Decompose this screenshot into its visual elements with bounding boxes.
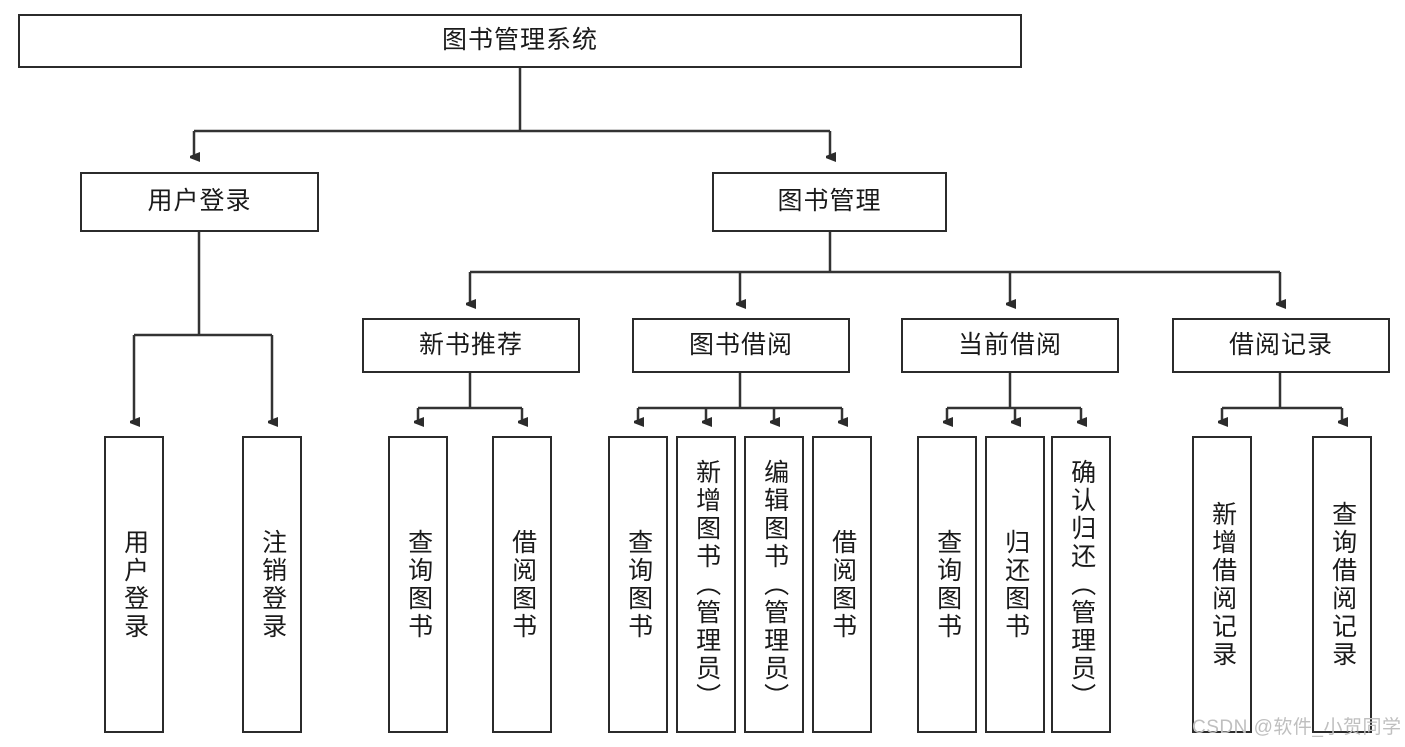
leaf-record-query-record[interactable]: 查询借阅记录	[1312, 436, 1372, 733]
leaf-recommend-query-book[interactable]: 查询图书	[388, 436, 448, 733]
node-current-borrow[interactable]: 当前借阅	[901, 318, 1119, 373]
node-user-login[interactable]: 用户登录	[80, 172, 319, 232]
node-label: 图书借阅	[688, 330, 793, 359]
leaf-borrow-query-book[interactable]: 查询图书	[608, 436, 668, 733]
leaf-current-return-book[interactable]: 归还图书	[985, 436, 1045, 733]
node-label: 查询图书	[404, 528, 433, 641]
leaf-borrow-add-book-admin[interactable]: 新增图书（管理员）	[676, 436, 736, 733]
leaf-record-add-record[interactable]: 新增借阅记录	[1192, 436, 1252, 733]
node-label: 查询图书	[624, 528, 653, 641]
node-new-book-recommend[interactable]: 新书推荐	[362, 318, 580, 373]
node-root-system[interactable]: 图书管理系统	[18, 14, 1022, 68]
leaf-recommend-borrow-book[interactable]: 借阅图书	[492, 436, 552, 733]
node-label: 确认归还（管理员）	[1067, 458, 1096, 711]
node-label: 借阅图书	[828, 528, 857, 641]
node-label: 编辑图书（管理员）	[760, 458, 789, 711]
node-label: 查询借阅记录	[1328, 500, 1357, 669]
node-label: 图书管理系统	[441, 26, 598, 55]
node-label: 查询图书	[933, 528, 962, 641]
leaf-borrow-edit-book-admin[interactable]: 编辑图书（管理员）	[744, 436, 804, 733]
leaf-user-login-logout[interactable]: 注销登录	[242, 436, 302, 733]
leaf-current-query-book[interactable]: 查询图书	[917, 436, 977, 733]
leaf-user-login-login[interactable]: 用户登录	[104, 436, 164, 733]
csdn-watermark: CSDN @软件_小贺同学	[1192, 717, 1402, 738]
node-label: 新增图书（管理员）	[692, 458, 721, 711]
node-label: 当前借阅	[957, 330, 1062, 359]
node-borrow-record[interactable]: 借阅记录	[1172, 318, 1390, 373]
node-label: 借阅图书	[508, 528, 537, 641]
node-book-management[interactable]: 图书管理	[712, 172, 947, 232]
node-label: 注销登录	[258, 528, 287, 641]
node-label: 新增借阅记录	[1208, 500, 1237, 669]
node-label: 归还图书	[1001, 528, 1030, 641]
node-label: 用户登录	[147, 187, 252, 216]
node-label: 新书推荐	[418, 330, 523, 359]
node-label: 借阅记录	[1228, 330, 1333, 359]
leaf-current-confirm-return-admin[interactable]: 确认归还（管理员）	[1051, 436, 1111, 733]
node-book-borrow[interactable]: 图书借阅	[632, 318, 850, 373]
node-label: 用户登录	[120, 528, 149, 641]
leaf-borrow-borrow-book[interactable]: 借阅图书	[812, 436, 872, 733]
node-label: 图书管理	[777, 187, 882, 216]
